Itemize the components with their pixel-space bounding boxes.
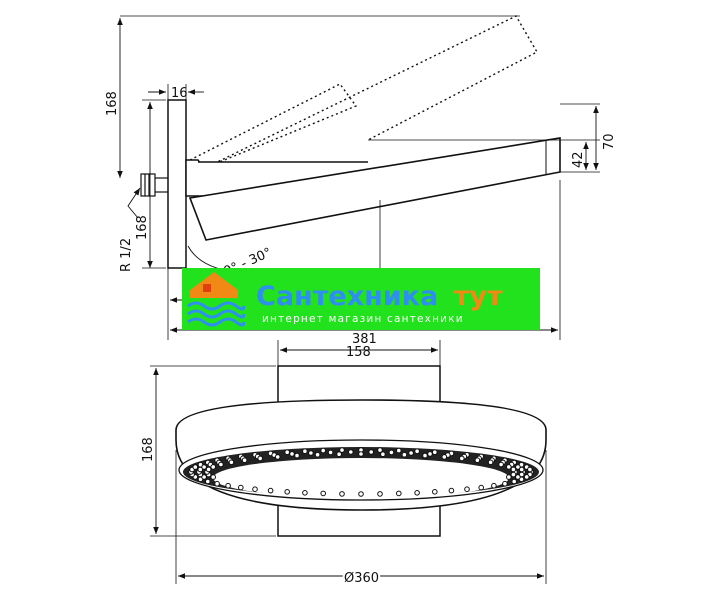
dim-reach-total: 381	[352, 332, 377, 347]
watermark-title-part2: тут	[454, 281, 503, 312]
dim-head-thickness: 42	[571, 151, 586, 168]
dim-wall-plate: 16	[171, 86, 188, 101]
watermark-title: Сантехника тут	[256, 281, 503, 312]
dim-height-bottom: 168	[135, 215, 150, 240]
front-view	[150, 340, 547, 584]
dim-head-total: 70	[602, 133, 617, 150]
watermark-title-part1: Сантехника	[256, 281, 438, 312]
wall-plate	[167, 99, 187, 269]
watermark-subtitle: интернет магазин сантехники	[262, 313, 464, 325]
dim-front-height: 168	[141, 437, 156, 462]
dim-height-top: 168	[105, 91, 120, 116]
thread-label: R 1/2	[119, 238, 134, 272]
thread-connector	[140, 173, 168, 197]
side-view	[117, 15, 600, 340]
front-view-labels: 158 168 Ø360	[141, 345, 381, 588]
shower-head-profile	[188, 137, 561, 241]
dim-diameter: Ø360	[344, 571, 379, 586]
dim-arm-width: 158	[346, 345, 371, 360]
watermark: Сантехника тут интернет магазин сантехни…	[182, 268, 540, 330]
house-waves-icon	[187, 272, 246, 327]
shower-arm-raised-positions	[189, 15, 538, 169]
watermark-banner	[182, 268, 540, 330]
nozzle-dots	[188, 447, 534, 497]
